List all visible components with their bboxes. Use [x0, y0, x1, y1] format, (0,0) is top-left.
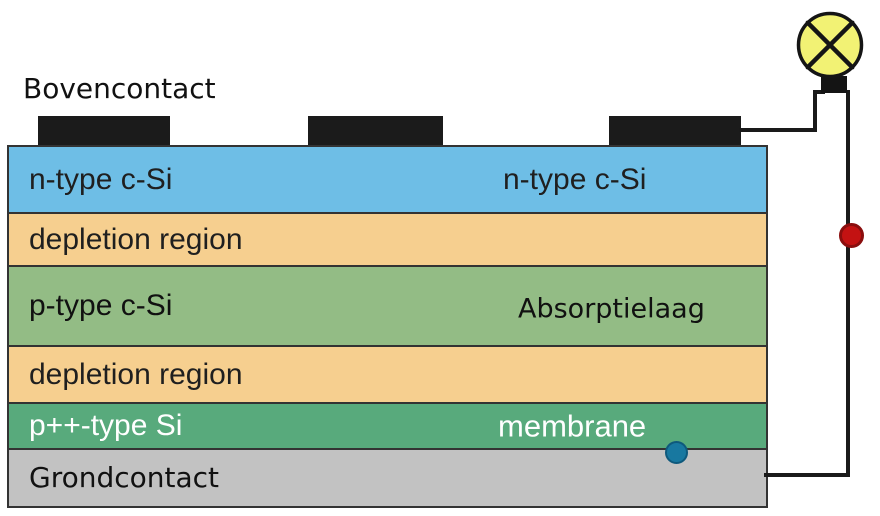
layer-label-p-plus-plus: p++-type Si — [29, 409, 183, 442]
bulb-base — [821, 76, 847, 93]
layer-label-depletion-upper: depletion region — [29, 222, 243, 256]
top-contact-bar-3 — [609, 116, 741, 145]
ground-contact-label: Grondcontact — [29, 461, 220, 494]
layer-p-type-c-si: p-type c-Si Absorptielaag — [9, 265, 766, 345]
layer-label-n-type-right: n-type c-Si — [503, 162, 647, 196]
layer-n-type-c-si: n-type c-Si n-type c-Si — [9, 147, 766, 212]
membrane-label: membrane — [498, 408, 647, 444]
layer-ground-contact: Grondcontact — [9, 448, 766, 506]
teal-carrier-dot — [665, 441, 688, 464]
layer-depletion-region-upper: depletion region — [9, 212, 766, 265]
bulb-cross-line-2 — [805, 20, 855, 70]
layer-depletion-region-lower: depletion region — [9, 345, 766, 402]
wire-bulb-right-vertical — [846, 90, 850, 477]
light-bulb-icon — [796, 11, 864, 79]
layer-label-p-type: p-type c-Si — [29, 289, 173, 322]
top-contact-bar-1 — [38, 116, 170, 145]
layer-label-depletion-lower: depletion region — [29, 357, 243, 391]
layer-stack: n-type c-Si n-type c-Si depletion region… — [7, 145, 768, 508]
layer-p-plus-plus-si: p++-type Si membrane — [9, 402, 766, 448]
wire-contact-to-bulb — [739, 128, 817, 132]
absorption-layer-label: Absorptielaag — [518, 293, 705, 325]
wire-bulb-left-vertical — [813, 90, 817, 132]
wire-bulb-left-connector — [813, 90, 825, 94]
top-contact-bar-2 — [308, 116, 443, 145]
wire-to-ground-contact — [764, 473, 850, 477]
red-carrier-dot — [839, 223, 864, 248]
top-contact-label: Bovencontact — [23, 72, 216, 105]
layer-label-n-type: n-type c-Si — [29, 162, 173, 196]
